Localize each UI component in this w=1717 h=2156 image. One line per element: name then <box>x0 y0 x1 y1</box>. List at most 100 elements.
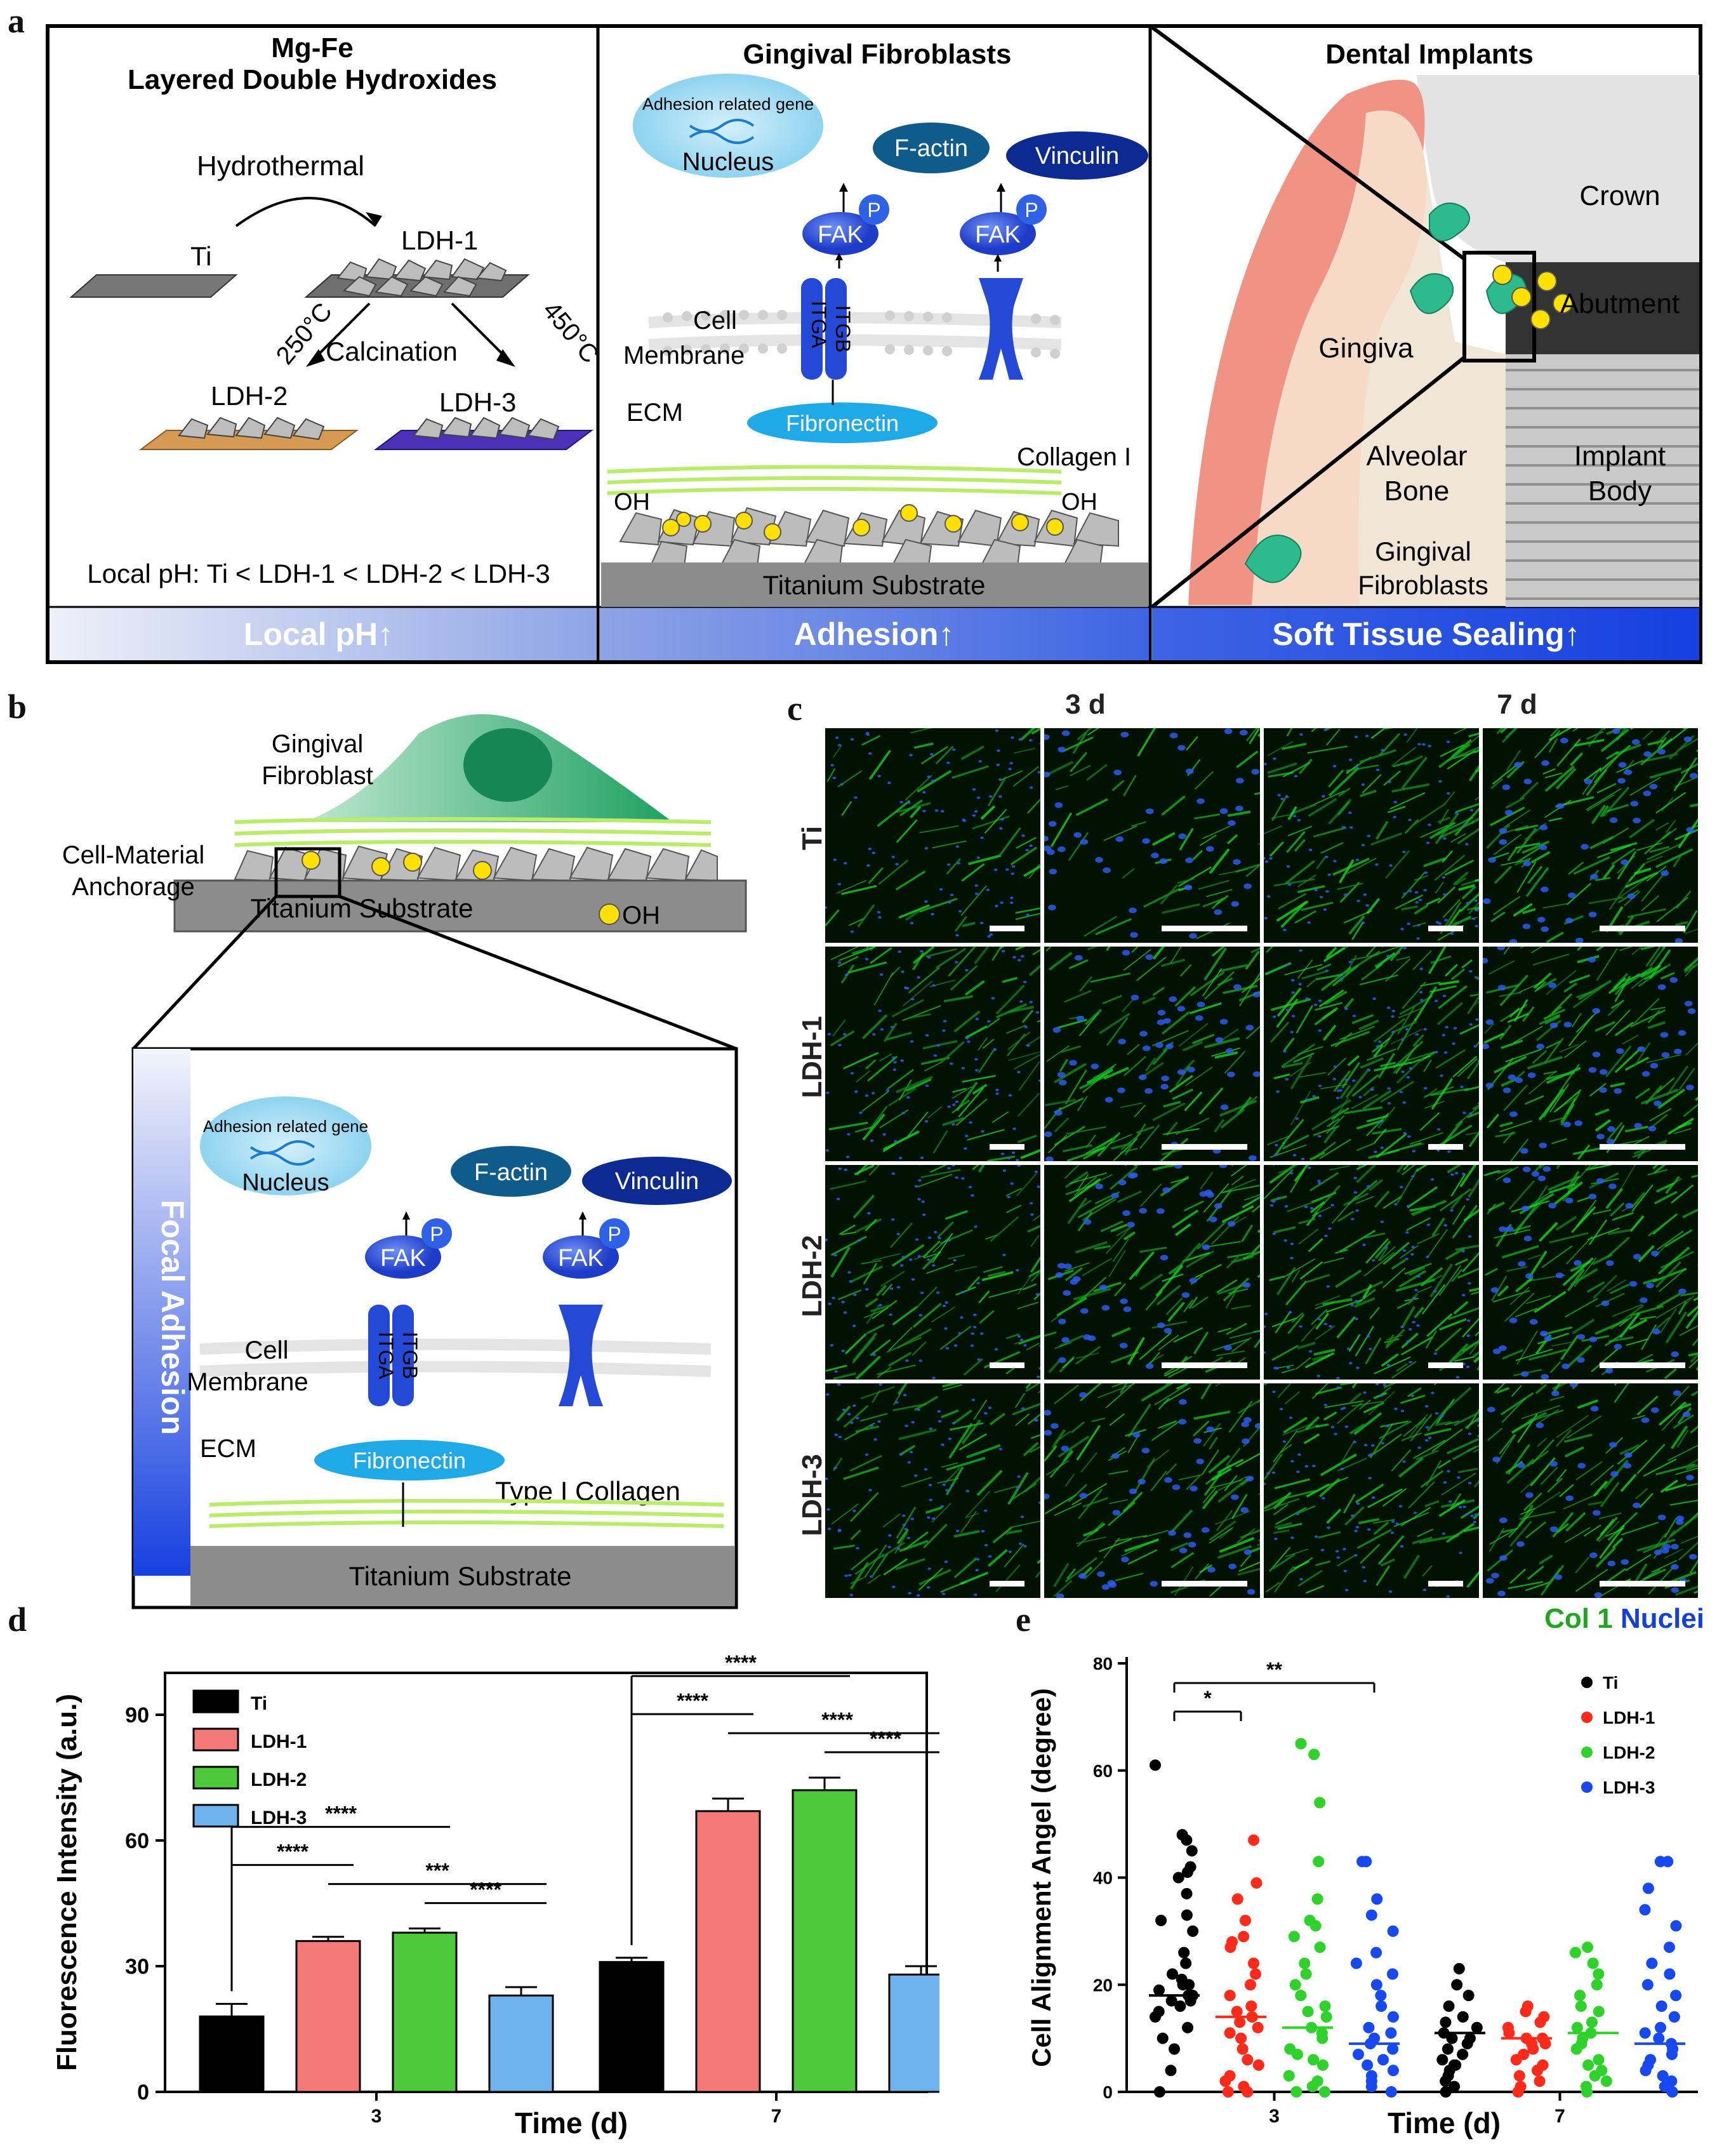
point-ldh-1-3 <box>1242 2086 1254 2098</box>
micrograph-grid <box>825 728 1698 1598</box>
point-ldh-2-3 <box>1319 2000 1331 2012</box>
point-ti-3 <box>1166 1968 1178 1980</box>
point-ti-3 <box>1150 2011 1162 2023</box>
ecm-label: ECM <box>626 399 683 427</box>
point-ldh-2-3 <box>1302 2006 1314 2018</box>
legend-label-ti: Ti <box>1603 1673 1618 1693</box>
point-ti-3 <box>1187 1925 1199 1937</box>
b-gingival-label: Gingival <box>272 730 364 758</box>
c-legend-col1: Col 1 <box>1544 1603 1613 1634</box>
b-ecm-label: ECM <box>200 1435 256 1463</box>
point-ldh-2-3 <box>1295 1990 1307 2002</box>
point-ti-3 <box>1181 1909 1193 1921</box>
c-col-head-7d: 7 d <box>1497 689 1537 720</box>
local-ph-text: Local pH: Ti < LDH-1 < LDH-2 < LDH-3 <box>87 559 550 589</box>
point-ldh-1-3 <box>1231 1893 1243 1905</box>
bar-ldh-1-7 <box>695 1810 761 2093</box>
point-ldh-1-3 <box>1231 2006 1243 2018</box>
point-ldh-2-7 <box>1581 2086 1593 2098</box>
micrograph-ti-2 <box>1044 728 1260 943</box>
point-ti-7 <box>1436 2054 1449 2066</box>
y-tick-label: 20 <box>1093 1975 1113 1995</box>
point-ldh-3-7 <box>1668 2011 1680 2023</box>
adhesion-footer: Adhesion↑ <box>794 616 955 652</box>
b-titanium-substrate-label-2: Titanium Substrate <box>349 1561 572 1591</box>
micrograph-ti-3 <box>1263 728 1479 943</box>
point-ldh-3-7 <box>1663 1941 1675 1953</box>
point-ldh-2-7 <box>1593 2006 1605 2018</box>
point-ldh-2-7 <box>1575 2000 1587 2012</box>
b-phospho-label-1: P <box>430 1223 443 1246</box>
point-ldh-1-3 <box>1250 1968 1262 1980</box>
point-ldh-1-3 <box>1236 2043 1249 2055</box>
sig-label: **** <box>470 1879 501 1901</box>
y-tick-label: 0 <box>137 2080 149 2105</box>
point-ti-3 <box>1153 1984 1165 1996</box>
micrograph-ldh-1-1 <box>825 947 1041 1161</box>
point-ldh-1-3 <box>1242 2054 1254 2066</box>
point-ldh-1-7 <box>1510 2054 1522 2066</box>
point-ldh-3-7 <box>1654 1856 1666 1868</box>
sig-label: **** <box>821 1708 853 1731</box>
micrograph-ldh-3-1 <box>825 1383 1041 1598</box>
gingival-fibroblasts-title: Gingival Fibroblasts <box>743 39 1012 70</box>
point-ti-7 <box>1457 2011 1469 2023</box>
point-ldh-3-3 <box>1377 2054 1389 2066</box>
panel-b: Titanium Substrate OH Gingival Fibroblas… <box>38 708 749 1609</box>
point-ldh-3-3 <box>1365 2080 1377 2093</box>
point-ldh-3-7 <box>1641 1979 1654 1991</box>
c-legend: Col 1 Nuclei <box>1544 1603 1704 1635</box>
point-ti-3 <box>1174 2000 1186 2012</box>
panel-a: Mg-Fe Layered Double Hydroxides Hydrothe… <box>46 24 1702 664</box>
legend-label-ldh-2: LDH-2 <box>1603 1743 1655 1762</box>
scale-bar <box>990 1581 1025 1587</box>
fibroblasts-label: Fibroblasts <box>1358 570 1488 600</box>
legend-swatch-ti <box>192 1689 239 1713</box>
scale-bar <box>1600 1144 1685 1150</box>
b-cell-label: Cell <box>245 1336 289 1364</box>
legend-label-ldh-3: LDH-3 <box>251 1807 307 1828</box>
point-ti-3 <box>1181 1867 1193 1879</box>
legend-label-ldh-1: LDH-1 <box>1603 1708 1655 1727</box>
point-ldh-1-3 <box>1240 1915 1252 1926</box>
gingiva-label: Gingiva <box>1318 333 1414 364</box>
point-ti-7 <box>1462 1990 1475 2002</box>
collagen-label: Collagen I <box>1017 443 1131 471</box>
point-ldh-3-3 <box>1387 2011 1399 2023</box>
legend-dot-ldh-1 <box>1581 1712 1593 1723</box>
point-ldh-3-3 <box>1352 2048 1364 2060</box>
legend-swatch-ldh-3 <box>192 1804 239 1828</box>
cell-label: Cell <box>693 307 737 335</box>
x-axis-label: Time (d) <box>1388 2106 1501 2139</box>
point-ldh-1-3 <box>1222 2086 1234 2098</box>
point-ldh-3-3 <box>1370 1979 1382 1991</box>
oh-label-1: OH <box>614 489 650 516</box>
phospho-label-2: P <box>1024 199 1038 222</box>
c-legend-nuclei: Nuclei <box>1620 1603 1704 1634</box>
b-itga-label: ITGA <box>375 1332 397 1380</box>
legend-label-ldh-2: LDH-2 <box>251 1769 307 1790</box>
y-tick-label: 80 <box>1093 1654 1113 1674</box>
point-ti-7 <box>1440 2086 1452 2098</box>
point-ldh-1-3 <box>1248 1957 1260 1969</box>
b-membrane-label: Membrane <box>187 1368 308 1396</box>
point-ti-3 <box>1172 1872 1184 1884</box>
fak-label-1: FAK <box>818 222 863 248</box>
legend-swatch-ldh-2 <box>192 1766 239 1790</box>
point-ldh-3-7 <box>1666 2048 1678 2060</box>
micrograph-ldh-3-2 <box>1044 1383 1260 1598</box>
scale-bar <box>1161 926 1247 931</box>
scale-bar <box>1161 1144 1247 1150</box>
body-label: Body <box>1588 476 1652 507</box>
dental-implant-scheme: Dental Implants Crown Abutment Gingiva A… <box>1151 25 1699 652</box>
point-ldh-2-7 <box>1582 2059 1594 2071</box>
point-ldh-1-3 <box>1252 2059 1264 2071</box>
membrane-label: Membrane <box>623 342 745 369</box>
point-ldh-3-7 <box>1657 2070 1669 2082</box>
crown-label: Crown <box>1579 180 1660 211</box>
micrograph-ldh-2-1 <box>825 1165 1041 1380</box>
point-ti-3 <box>1184 1995 1197 2007</box>
point-ldh-3-3 <box>1387 2043 1399 2055</box>
point-ldh-2-7 <box>1593 2054 1605 2066</box>
point-ti-7 <box>1446 2032 1458 2044</box>
